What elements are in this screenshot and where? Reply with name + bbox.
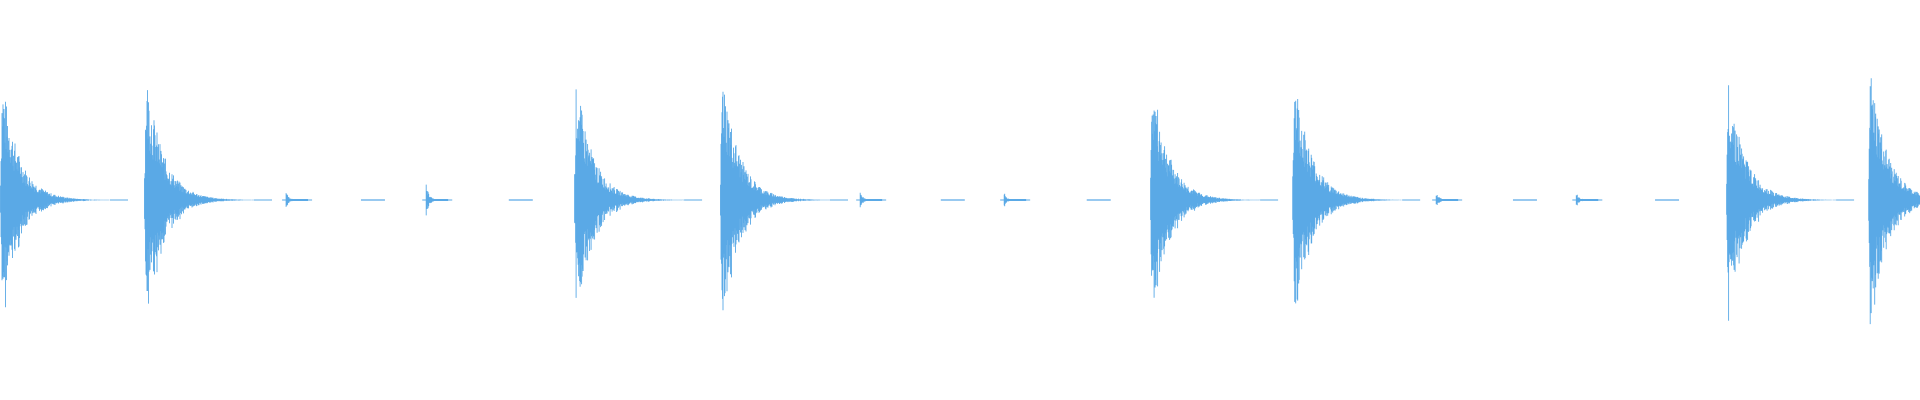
- waveform-tick-10: [1003, 193, 1027, 207]
- waveform-hit-0: [0, 101, 110, 308]
- waveform-hit-13: [1292, 99, 1403, 304]
- waveform-tick-8: [859, 192, 883, 208]
- waveform-hit-19: [1868, 78, 1920, 325]
- waveform-tick-4: [425, 184, 449, 216]
- waveform-hit-18: [1726, 85, 1837, 321]
- waveform-tick-16: [1575, 194, 1599, 206]
- waveform-tick-2: [285, 193, 309, 207]
- waveform-tick-14: [1435, 195, 1459, 205]
- waveform-hit-6: [574, 89, 685, 298]
- waveform-hit-1: [144, 90, 254, 304]
- waveform-hit-7: [720, 91, 830, 311]
- waveform-hit-12: [1150, 109, 1261, 298]
